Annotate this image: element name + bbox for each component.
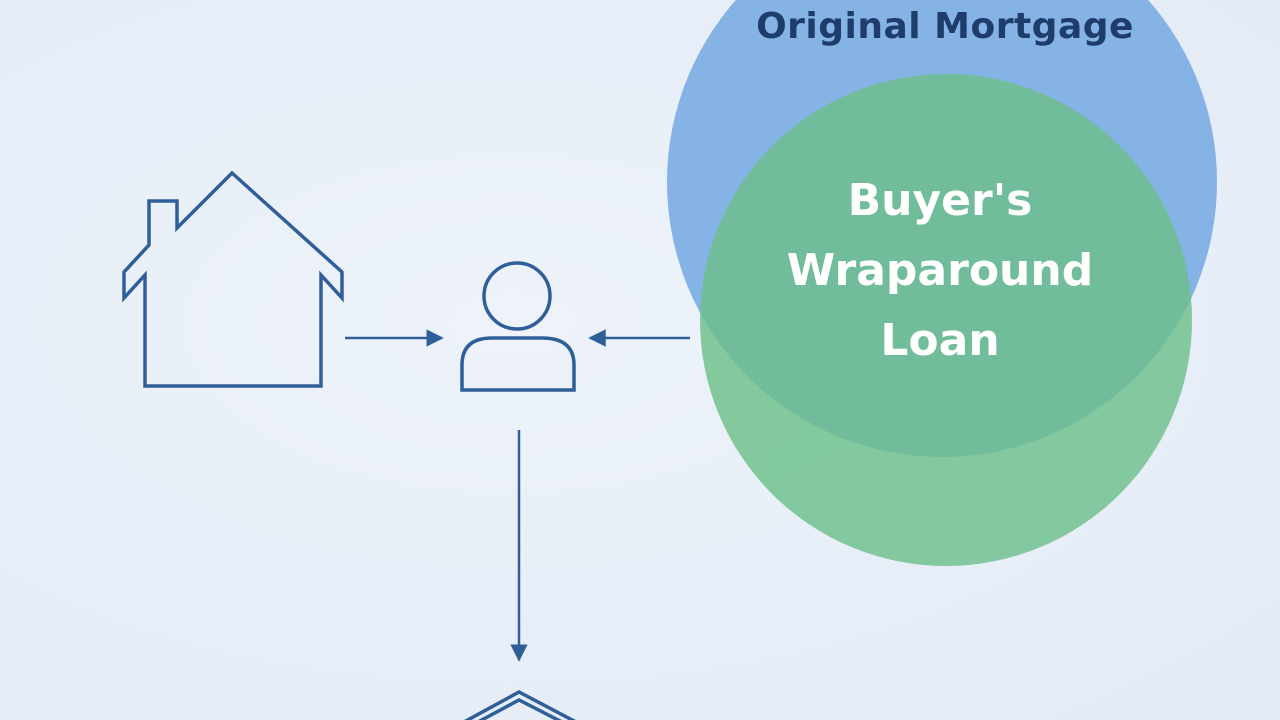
original-mortgage-label: Original Mortgage bbox=[756, 6, 1134, 47]
house-icon bbox=[122, 170, 344, 388]
wraparound-loan-label-line-2: Wraparound bbox=[786, 245, 1094, 296]
wraparound-loan-label-line-3: Loan bbox=[880, 315, 1000, 366]
wraparound-loan-circle bbox=[700, 74, 1192, 566]
house-roof-icon bbox=[464, 690, 576, 720]
person-icon bbox=[460, 261, 576, 392]
wraparound-loan-label-line-1: Buyer's bbox=[847, 175, 1033, 226]
